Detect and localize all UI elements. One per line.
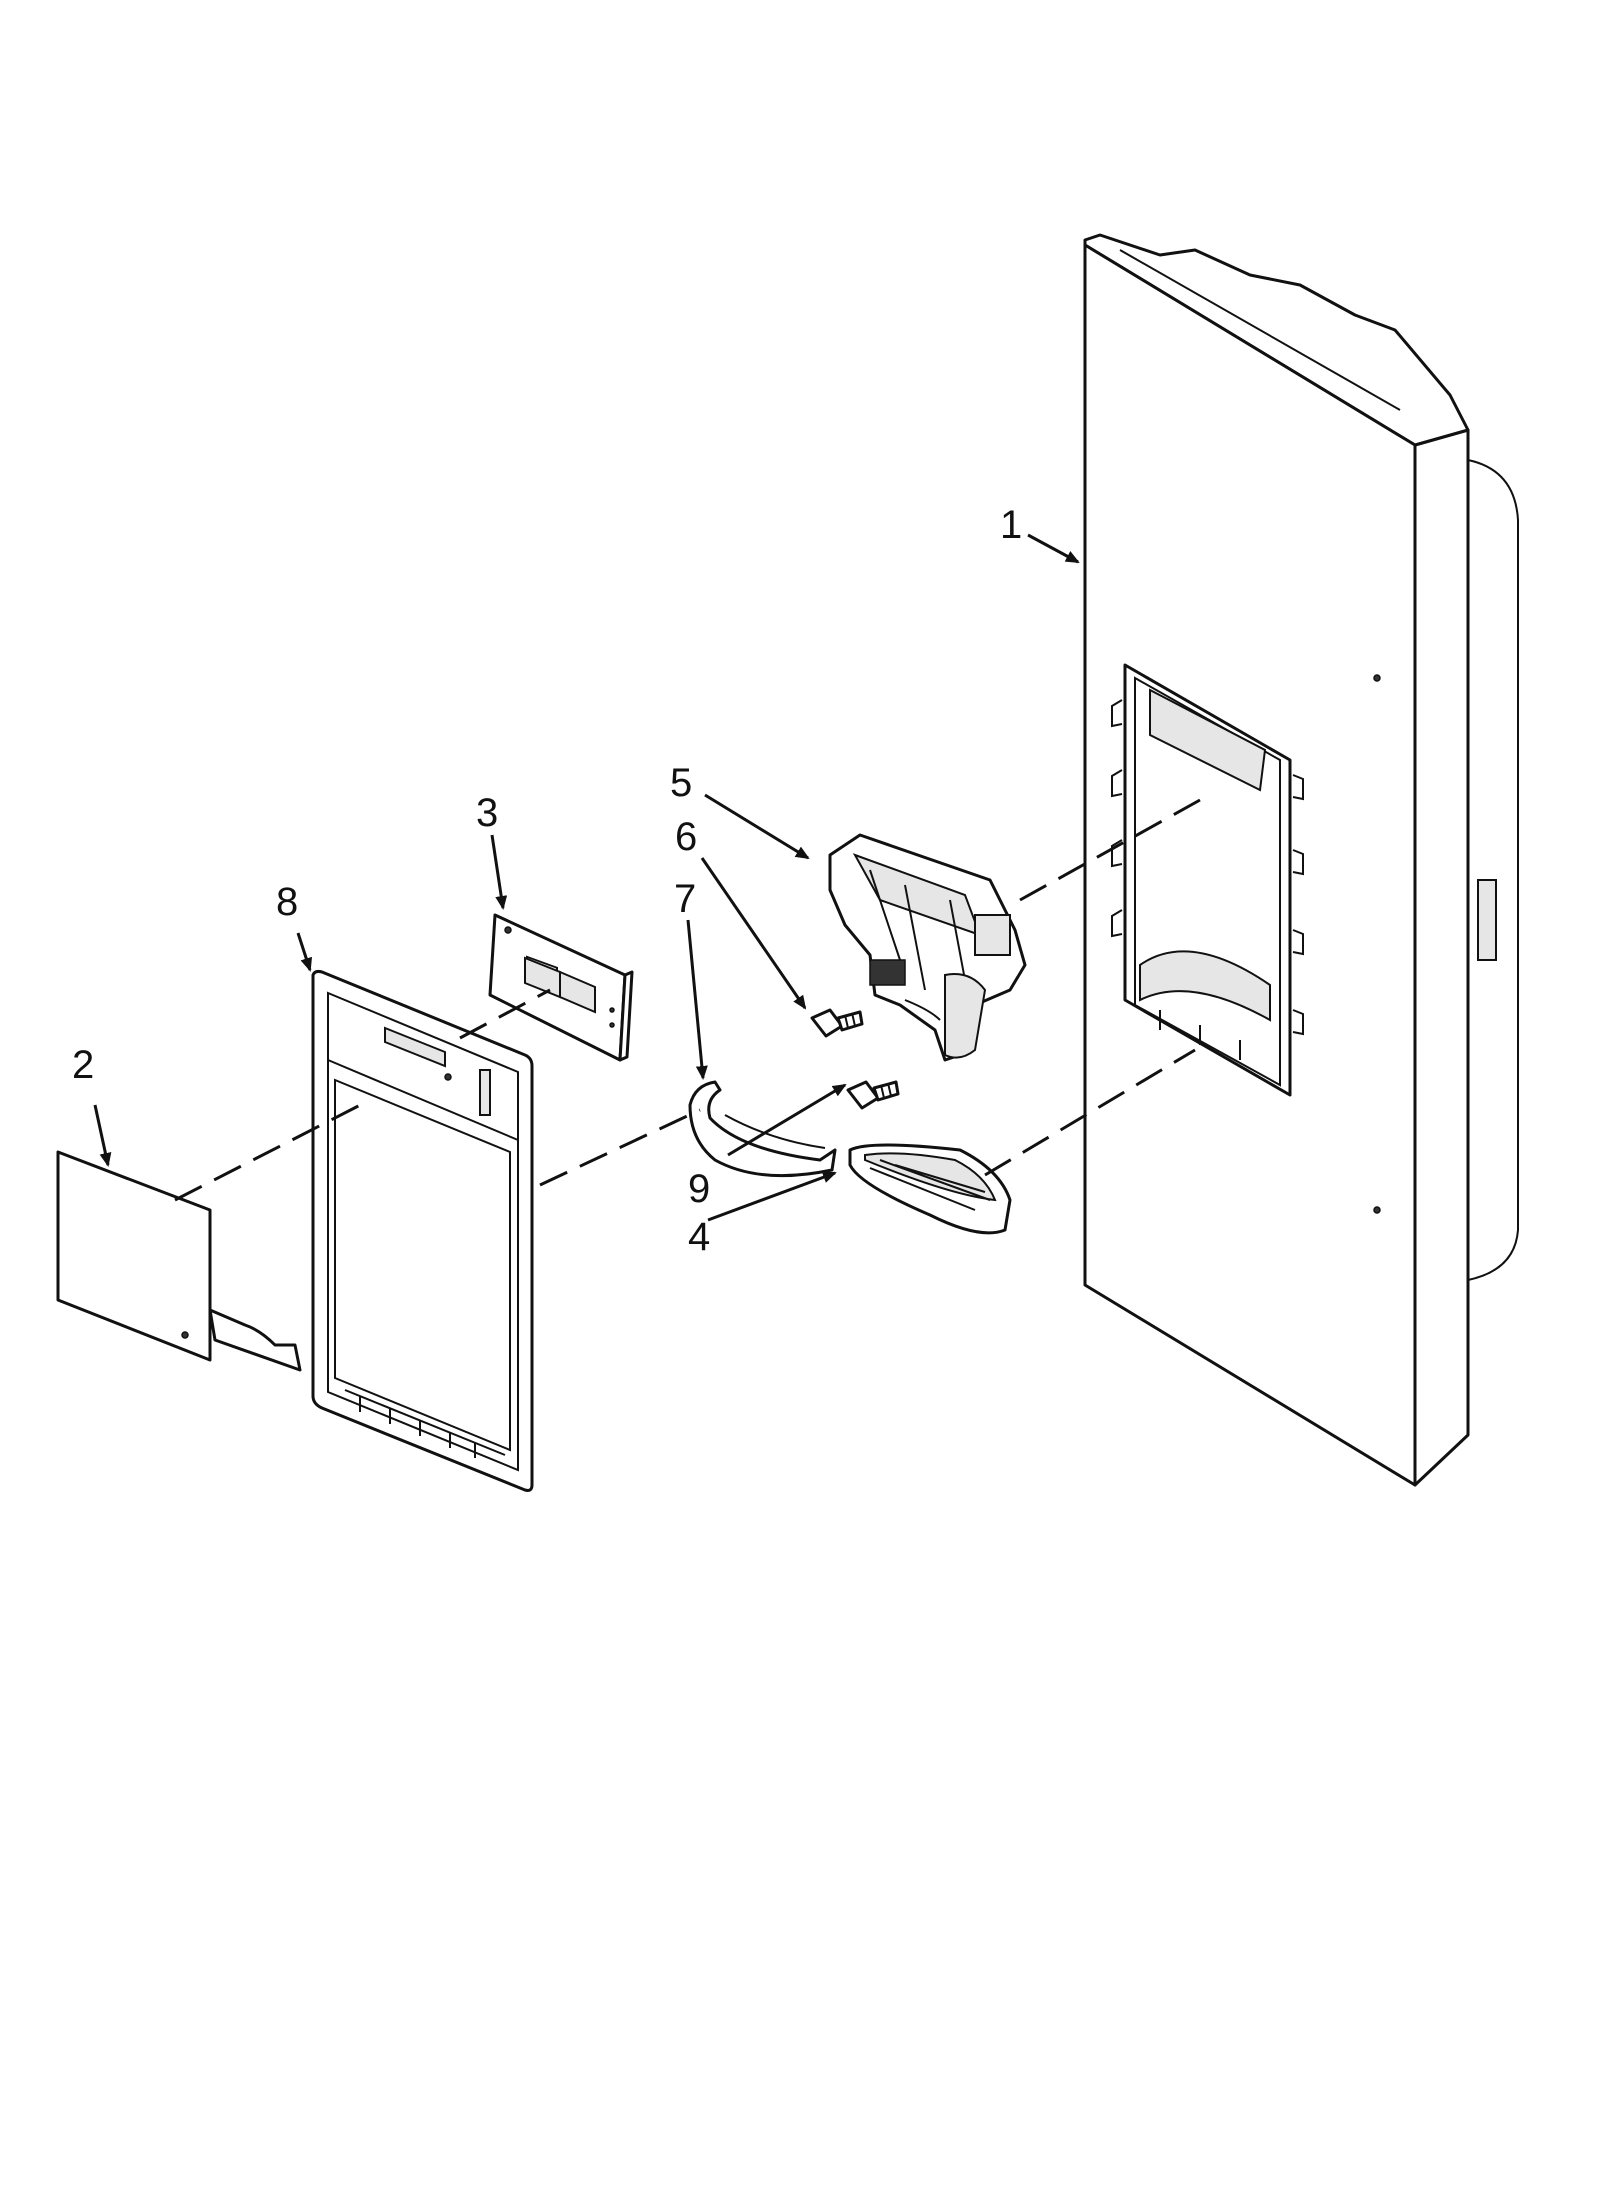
part-7-curved-bracket bbox=[688, 1080, 837, 1178]
part-3-control-board bbox=[488, 913, 634, 1062]
assembly-lines bbox=[174, 798, 1201, 1202]
part-4-drip-tray bbox=[848, 1143, 1012, 1235]
callout-5: 5 bbox=[670, 761, 692, 805]
callout-7: 7 bbox=[674, 877, 696, 921]
part-5-actuator-assembly bbox=[828, 833, 1027, 1062]
part-8-front-panel bbox=[311, 969, 534, 1492]
callout-9: 9 bbox=[688, 1167, 710, 1211]
callout-3: 3 bbox=[476, 791, 498, 835]
callout-6: 6 bbox=[675, 815, 697, 859]
callout-2: 2 bbox=[72, 1043, 94, 1087]
callout-8: 8 bbox=[276, 880, 298, 924]
part-9-screw bbox=[846, 1080, 900, 1110]
part-6-screw bbox=[810, 1008, 864, 1038]
callout-labels: 1 2 3 4 5 6 7 8 9 bbox=[72, 503, 1022, 1259]
callout-4: 4 bbox=[688, 1215, 710, 1259]
part-1-door-panel bbox=[1083, 233, 1519, 1487]
callout-1: 1 bbox=[1000, 503, 1022, 547]
leader-arrows bbox=[93, 533, 1080, 1222]
part-2-overlay bbox=[56, 1150, 302, 1372]
